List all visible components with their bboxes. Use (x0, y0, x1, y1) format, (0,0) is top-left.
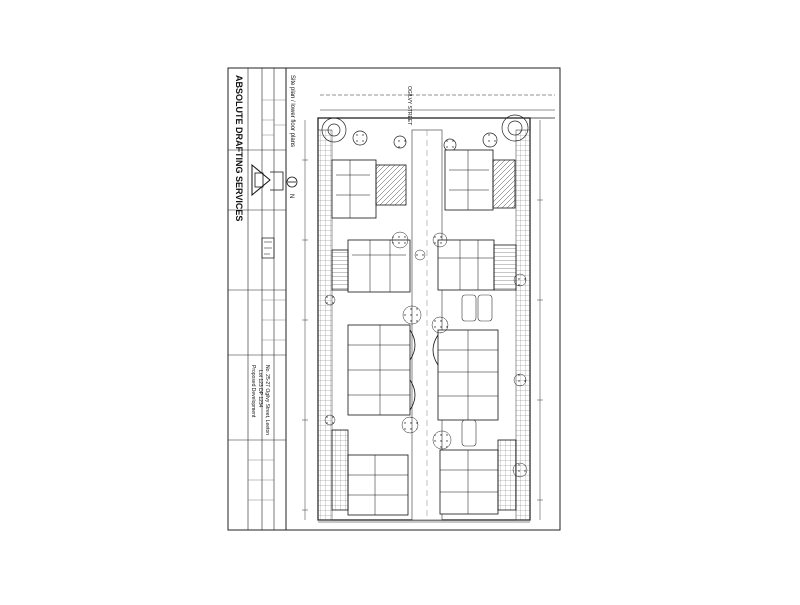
project-line-1: Proposed Development (250, 365, 256, 418)
project-line-3: No. 25-27 Ogilvy Street, Leeton (264, 365, 270, 435)
dimension-marks (302, 120, 543, 520)
north-arrow-icon (286, 176, 298, 188)
drawing-title: Site plan / lower floor plans (289, 75, 295, 147)
project-line-2: Lot 123 DP 1234 (257, 370, 263, 408)
right-landscape-strip (515, 129, 531, 521)
company-logo (251, 163, 284, 197)
left-landscape-strip (317, 129, 333, 521)
units-left (331, 159, 416, 516)
shrubs (324, 231, 528, 478)
registration-mark (261, 237, 275, 259)
car-spaces (461, 294, 493, 447)
street-name: OGILVY STREET (406, 86, 412, 125)
company-name: ABSOLUTE DRAFTING SERVICES (234, 75, 244, 221)
title-block (227, 67, 287, 531)
units-right (432, 149, 517, 515)
street-trees (321, 114, 529, 152)
north-label: N (288, 194, 294, 198)
